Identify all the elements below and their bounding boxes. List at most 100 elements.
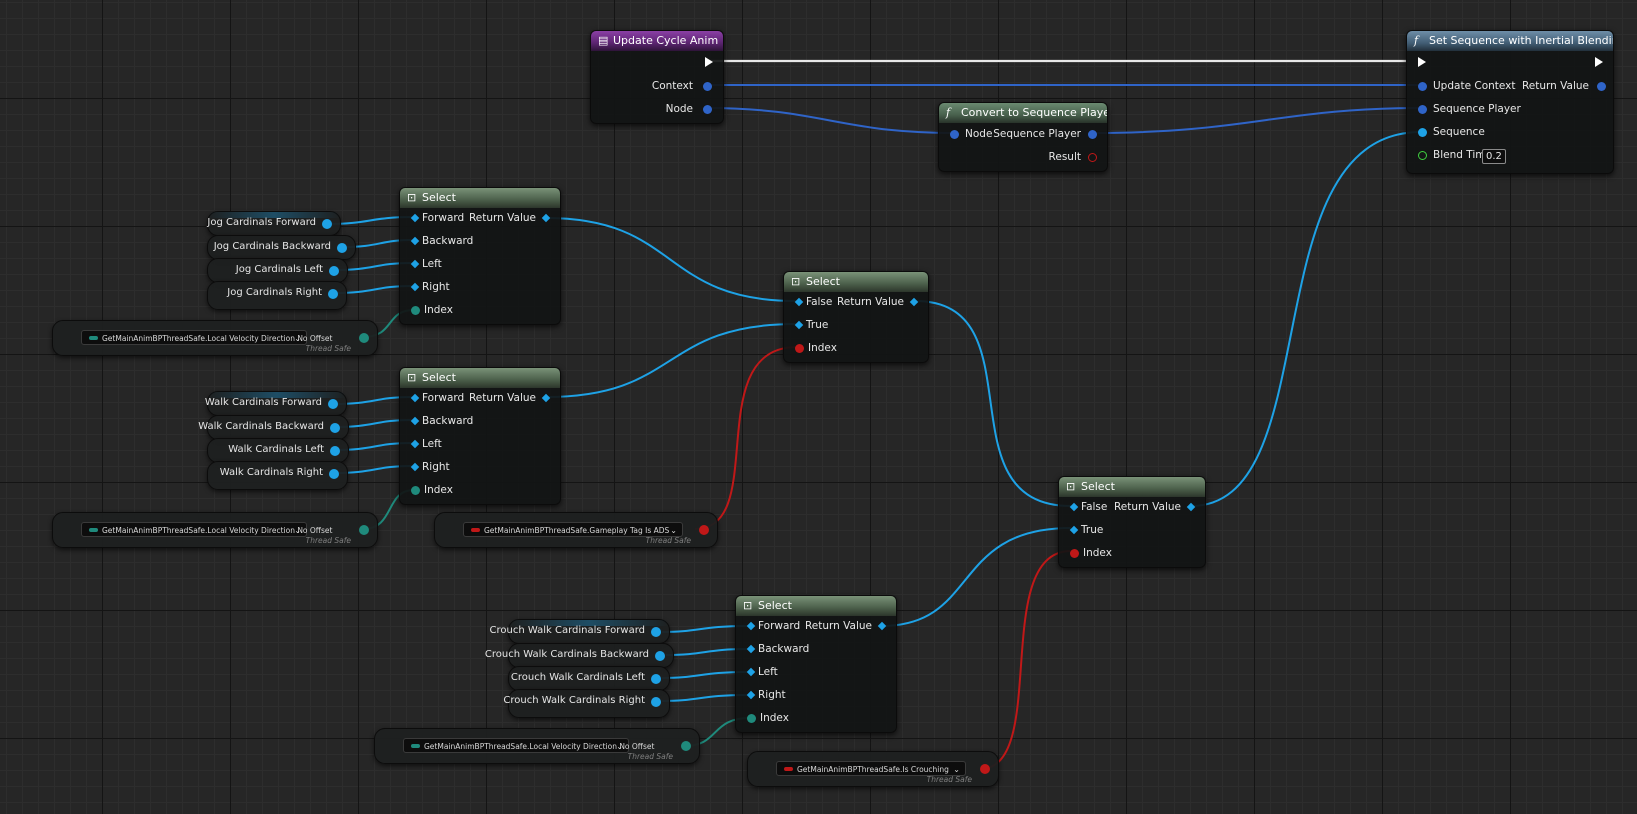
left-pin[interactable]: [746, 667, 756, 677]
false-pin[interactable]: [794, 297, 804, 307]
walk-left-variable[interactable]: Walk Cardinals Left: [207, 438, 349, 463]
return-value-pin[interactable]: [541, 393, 551, 403]
variable-out-pin[interactable]: [651, 674, 661, 684]
select-ads-node[interactable]: ⊡Select False Return Value True Index: [783, 271, 929, 363]
forward-pin[interactable]: [410, 213, 420, 223]
node-header: ⊡Select: [400, 188, 560, 208]
context-out-pin[interactable]: [703, 82, 712, 91]
function-icon: f: [946, 106, 951, 119]
index-pin[interactable]: [747, 714, 756, 723]
blend-time-label: Blend Time: [1433, 149, 1492, 161]
ads-return-wire: [914, 300, 1072, 507]
variable-out-pin[interactable]: [328, 399, 338, 409]
return-value-pin[interactable]: [1597, 82, 1606, 91]
crouch-right-variable[interactable]: Crouch Walk Cardinals Right: [503, 689, 670, 718]
exec-in-pin[interactable]: [1418, 57, 1426, 67]
ads-index-wire: [694, 346, 798, 530]
exec-out-pin[interactable]: [1595, 57, 1603, 67]
jog-left-variable[interactable]: Jog Cardinals Left: [207, 258, 348, 283]
index-pin[interactable]: [795, 344, 804, 353]
right-pin[interactable]: [410, 282, 420, 292]
jog-right-variable[interactable]: Jog Cardinals Right: [207, 281, 347, 310]
variable-out-pin[interactable]: [329, 266, 339, 276]
variable-out-pin[interactable]: [328, 289, 338, 299]
return-value-pin[interactable]: [909, 297, 919, 307]
variable-out-pin[interactable]: [329, 469, 339, 479]
index-pin[interactable]: [1070, 549, 1079, 558]
variable-out-pin[interactable]: [322, 219, 332, 229]
select-jog-node[interactable]: ⊡Select Forward Return Value Backward Le…: [399, 187, 561, 325]
variable-out-pin[interactable]: [655, 651, 665, 661]
is-crouching-property[interactable]: GetMainAnimBPThreadSafe.Is Crouching⌄ Th…: [747, 751, 999, 787]
enum-swatch: [89, 528, 98, 532]
node-in-pin[interactable]: [950, 130, 959, 139]
result-pin[interactable]: [1088, 153, 1097, 162]
exec-out-pin[interactable]: [705, 57, 713, 67]
sequence-player-pin[interactable]: [1418, 105, 1427, 114]
walk-backward-variable[interactable]: Walk Cardinals Backward: [198, 415, 349, 440]
property-path-dropdown[interactable]: GetMainAnimBPThreadSafe.Local Velocity D…: [403, 738, 654, 753]
property-out-pin[interactable]: [980, 764, 990, 774]
select-crouch-node[interactable]: ⊡Select Forward Return Value Backward Le…: [735, 595, 897, 733]
jog-forward-variable[interactable]: Jog Cardinals Forward: [207, 211, 341, 236]
backward-pin[interactable]: [746, 644, 756, 654]
update-cycle-anim-node[interactable]: ▤Update Cycle Anim Context Node: [590, 30, 724, 124]
sequence-player-out-pin[interactable]: [1088, 130, 1097, 139]
blend-time-input[interactable]: 0.2: [1482, 149, 1506, 164]
variable-out-pin[interactable]: [651, 697, 661, 707]
crouch-backward-variable[interactable]: Crouch Walk Cardinals Backward: [485, 643, 674, 668]
node-out-pin[interactable]: [703, 105, 712, 114]
sequence-player-label: Sequence Player: [993, 128, 1081, 140]
property-path-label: GetMainAnimBPThreadSafe.Local Velocity D…: [424, 742, 655, 751]
jog-backward-variable[interactable]: Jog Cardinals Backward: [207, 235, 356, 260]
left-pin[interactable]: [410, 439, 420, 449]
velocity-direction-property-3[interactable]: GetMainAnimBPThreadSafe.Local Velocity D…: [374, 728, 700, 764]
select-walk-node[interactable]: ⊡Select Forward Return Value Backward Le…: [399, 367, 561, 505]
forward-pin[interactable]: [746, 621, 756, 631]
left-pin[interactable]: [410, 259, 420, 269]
select-icon: ⊡: [791, 275, 801, 288]
false-pin[interactable]: [1069, 502, 1079, 512]
return-value-pin[interactable]: [541, 213, 551, 223]
property-path-dropdown[interactable]: GetMainAnimBPThreadSafe.Local Velocity D…: [81, 330, 332, 345]
property-out-pin[interactable]: [699, 525, 709, 535]
variable-out-pin[interactable]: [330, 446, 340, 456]
variable-out-pin[interactable]: [330, 423, 340, 433]
velocity-direction-property-2[interactable]: GetMainAnimBPThreadSafe.Local Velocity D…: [52, 512, 378, 548]
crouch-forward-variable[interactable]: Crouch Walk Cardinals Forward: [490, 619, 670, 644]
property-out-pin[interactable]: [359, 525, 369, 535]
return-value-pin[interactable]: [877, 621, 887, 631]
crouch-left-variable[interactable]: Crouch Walk Cardinals Left: [508, 666, 670, 691]
bool-swatch: [784, 767, 793, 771]
walk-forward-variable[interactable]: Walk Cardinals Forward: [205, 391, 347, 416]
return-value-pin[interactable]: [1186, 502, 1196, 512]
walk-right-variable[interactable]: Walk Cardinals Right: [207, 461, 348, 490]
select-crouch-final-node[interactable]: ⊡Select False Return Value True Index: [1058, 476, 1206, 568]
property-out-pin[interactable]: [359, 333, 369, 343]
variable-out-pin[interactable]: [651, 627, 661, 637]
property-out-pin[interactable]: [681, 741, 691, 751]
variable-out-pin[interactable]: [337, 243, 347, 253]
option-label: Left: [758, 666, 778, 678]
right-pin[interactable]: [410, 462, 420, 472]
blend-time-pin[interactable]: [1418, 151, 1427, 160]
sequence-pin[interactable]: [1418, 128, 1427, 137]
property-path-dropdown[interactable]: GetMainAnimBPThreadSafe.Is Crouching⌄: [776, 761, 966, 776]
index-pin[interactable]: [411, 306, 420, 315]
true-pin[interactable]: [794, 320, 804, 330]
right-pin[interactable]: [746, 690, 756, 700]
index-pin[interactable]: [411, 486, 420, 495]
forward-pin[interactable]: [410, 393, 420, 403]
update-context-pin[interactable]: [1418, 82, 1427, 91]
velocity-direction-property-1[interactable]: GetMainAnimBPThreadSafe.Local Velocity D…: [52, 320, 378, 356]
property-path-dropdown[interactable]: GetMainAnimBPThreadSafe.Local Velocity D…: [81, 522, 332, 537]
property-path-dropdown[interactable]: GetMainAnimBPThreadSafe.Gameplay Tag Is …: [463, 522, 683, 537]
is-ads-property[interactable]: GetMainAnimBPThreadSafe.Gameplay Tag Is …: [434, 512, 718, 548]
backward-pin[interactable]: [410, 236, 420, 246]
true-pin[interactable]: [1069, 525, 1079, 535]
crouch-left-wire: [661, 671, 749, 679]
backward-pin[interactable]: [410, 416, 420, 426]
